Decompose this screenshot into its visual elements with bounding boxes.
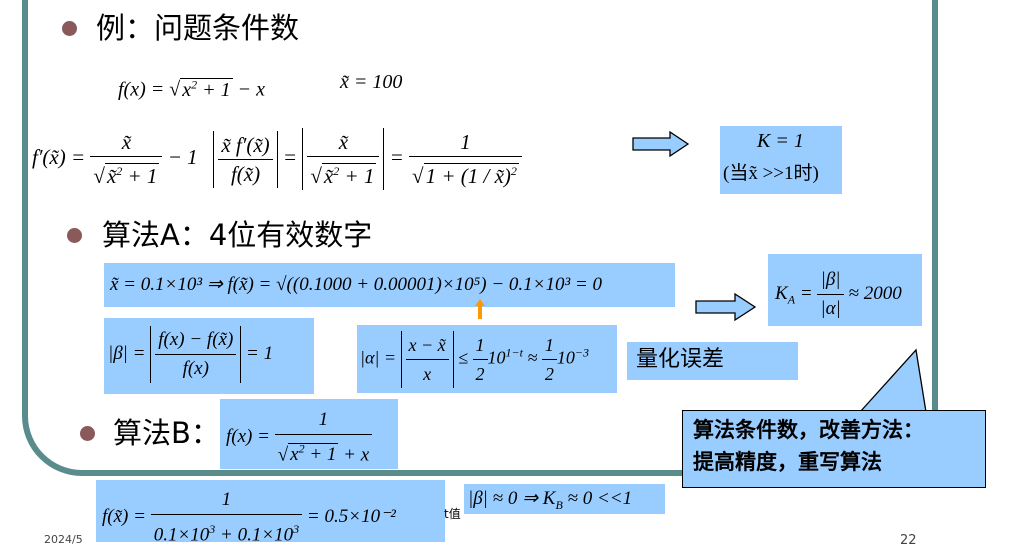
algorithm-b-result-value: = 0.5×10⁻² <box>306 506 396 528</box>
ka-formula: KA = |β||α| ≈ 2000 <box>775 266 902 323</box>
k-result-box <box>720 126 842 194</box>
beta-b-formula: |β| ≈ 0 ⇒ KB ≈ 0 <<1 <box>468 488 633 512</box>
callout-line-1: 算法条件数，改善方法： <box>693 418 924 442</box>
callout-pointer <box>858 348 927 414</box>
footer-page: 22 <box>900 533 917 548</box>
ka-result-box <box>768 254 922 326</box>
k-note: (当x̃ >>1时) <box>723 163 819 184</box>
bullet-dot <box>67 228 82 243</box>
algorithm-b-formula: f(x) = 1√x2 + 1 + x <box>226 406 373 469</box>
k-value: K = 1 <box>757 130 804 152</box>
beta-formula: |β| = f(x) − f(x̃)f(x) = 1 <box>108 326 273 383</box>
callout-line-2: 提高精度，重写算法 <box>693 450 882 474</box>
algorithm-a-box <box>104 263 675 307</box>
stray-text: t值 <box>444 507 461 521</box>
callout-box: 算法条件数，改善方法： 提高精度，重写算法 <box>682 410 986 488</box>
heading-algorithm-b: 算法B： <box>113 416 220 450</box>
condition-number-formula: f′(x̃) = x̃√x̃2 + 1 − 1 x̃ f′(x̃)f(x̃) =… <box>32 128 522 190</box>
quantization-error-label: 量化误差 <box>636 347 725 372</box>
beta-b-tail: ≈ 0 <<1 <box>567 488 633 509</box>
fx-definition: f(x) = √x2 + 1 − x <box>118 77 265 101</box>
quantization-label-box <box>627 342 798 380</box>
algorithm-a-expression: x̃ = 0.1×10³ ⇒ f(x̃) = √((0.1000 + 0.000… <box>110 274 603 295</box>
slide-frame <box>22 0 938 476</box>
beta-b-box <box>464 484 665 514</box>
beta-b-text: |β| ≈ 0 ⇒ K <box>468 488 556 509</box>
bullet-dot <box>62 21 77 36</box>
beta-box <box>104 318 314 394</box>
bullet-dot <box>80 426 95 441</box>
heading-algorithm-a: 算法A：4位有效数字 <box>102 218 373 252</box>
up-arrow-icon <box>475 299 485 319</box>
right-arrow-icon <box>695 293 757 321</box>
heading-example: 例：问题条件数 <box>96 11 300 45</box>
algorithm-b-result-box <box>96 480 445 542</box>
footer-date: 2024/5 <box>44 533 83 546</box>
ka-value: ≈ 2000 <box>848 282 902 304</box>
right-arrow-icon <box>632 131 690 157</box>
x-tilde-value: x̃ = 100 <box>340 71 403 93</box>
